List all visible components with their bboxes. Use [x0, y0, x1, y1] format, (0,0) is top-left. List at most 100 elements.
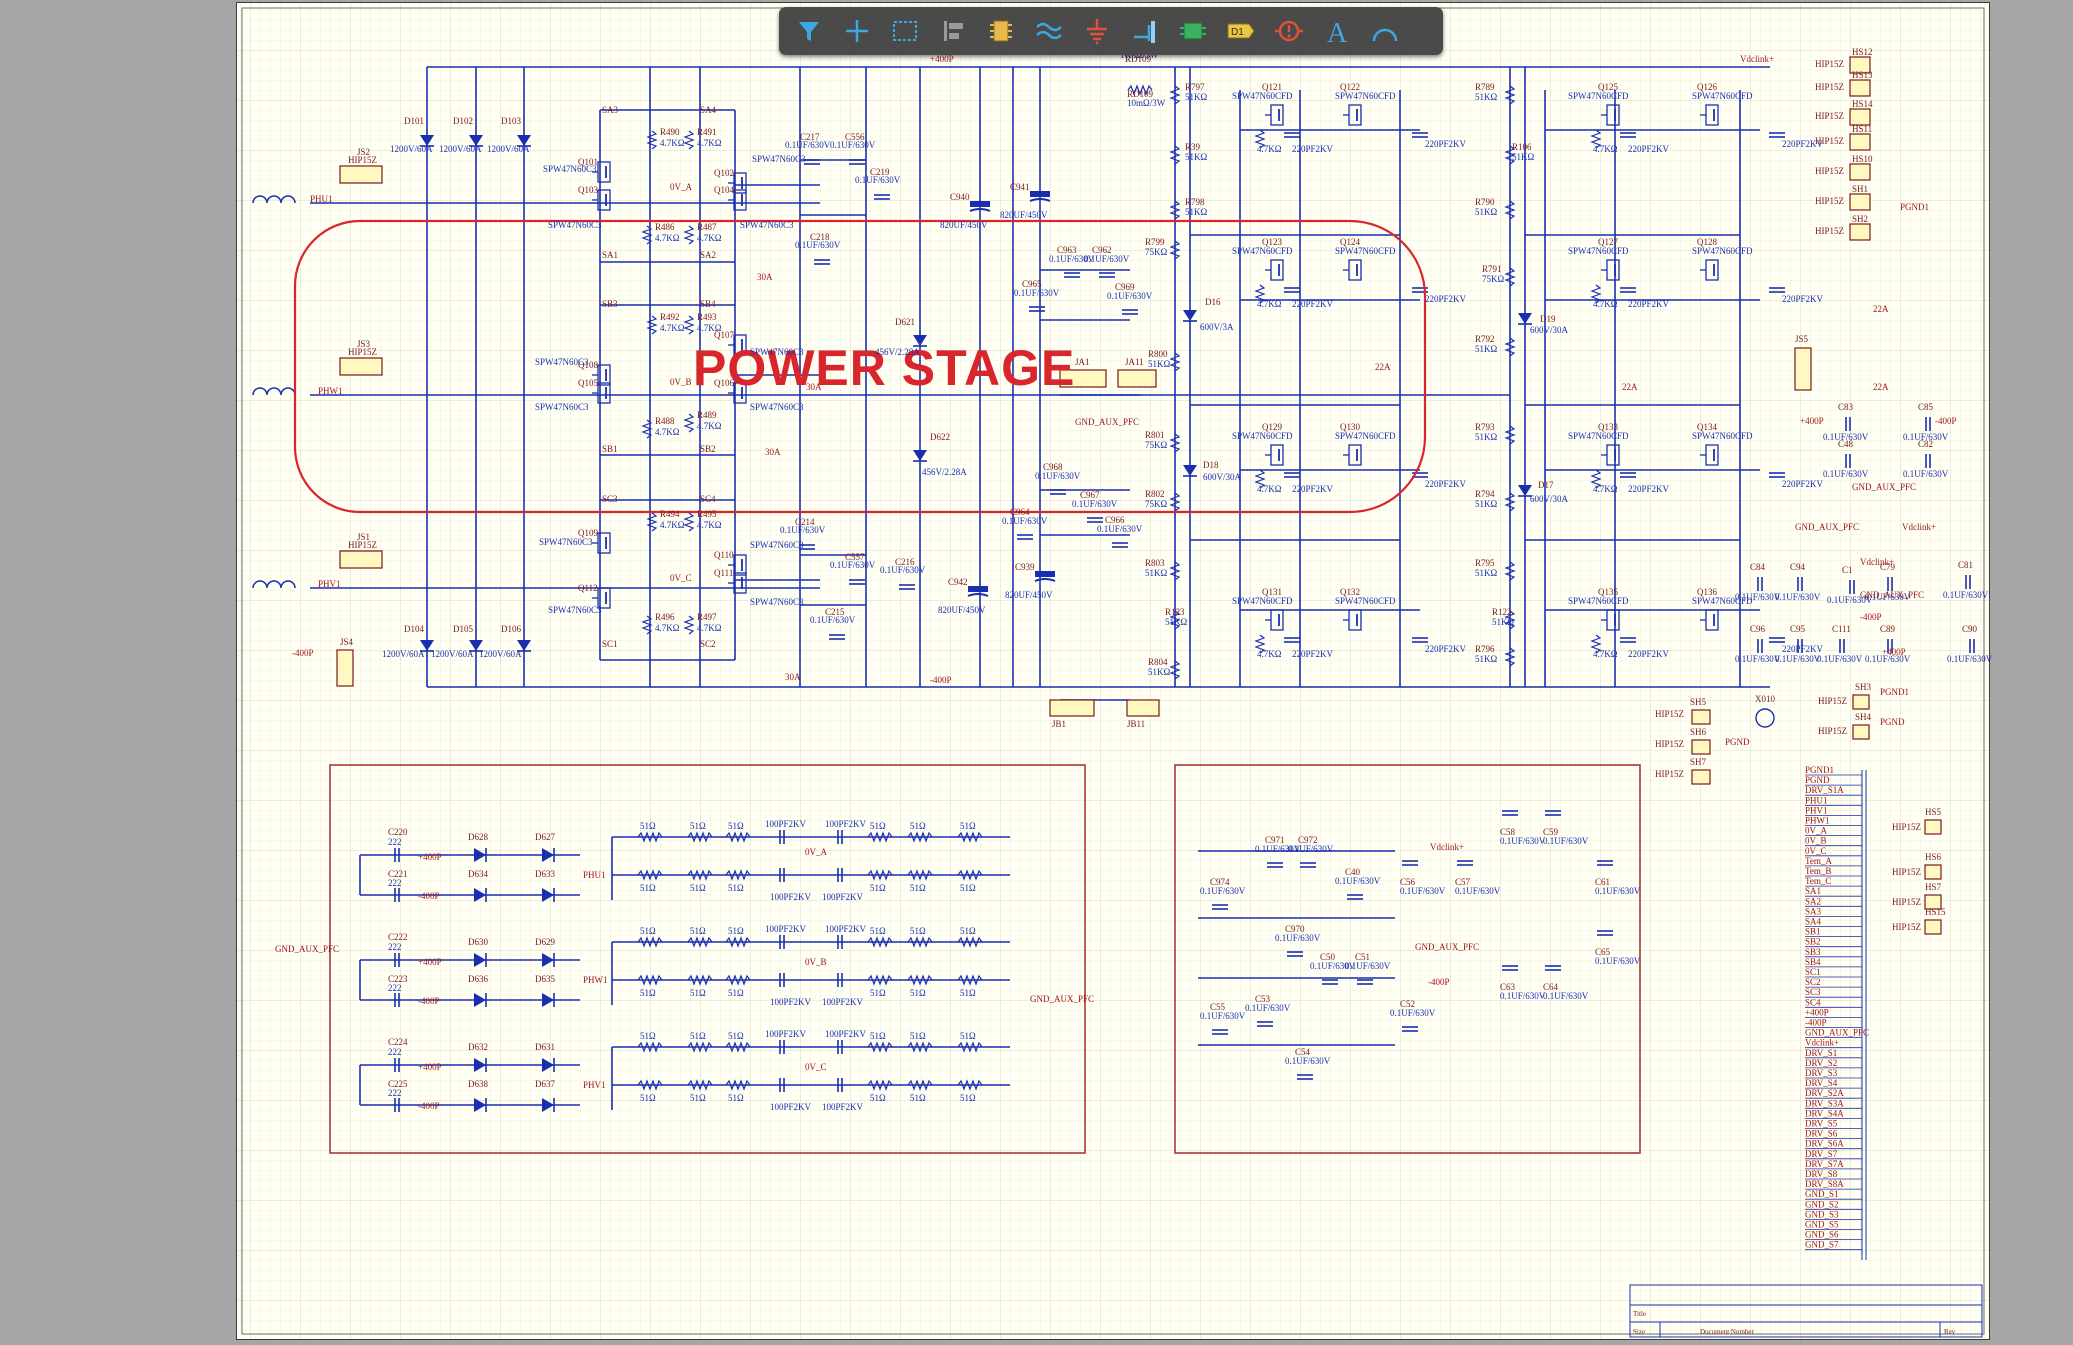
- header-connector-135[interactable]: [1794, 347, 1812, 391]
- label-437: 0V_A: [805, 847, 827, 857]
- text-tool[interactable]: A: [1315, 11, 1359, 51]
- label-291: HIP15Z: [1815, 226, 1844, 236]
- header-connector-157[interactable]: [1924, 894, 1942, 910]
- header-connector-152[interactable]: [1691, 709, 1711, 725]
- label-304: 0.1UF/630V: [1735, 592, 1781, 602]
- label-126: GND_AUX_PFC: [1075, 417, 1139, 427]
- capacitor-symbol-142: [1849, 580, 1855, 594]
- header-connector-155[interactable]: [1924, 819, 1942, 835]
- header-connector-128[interactable]: [1849, 56, 1871, 74]
- resistor-symbol-69: [1169, 433, 1181, 453]
- net-label-tool[interactable]: [1123, 11, 1167, 51]
- power-port-tool[interactable]: [1075, 11, 1119, 51]
- header-connector-5[interactable]: [339, 550, 383, 569]
- capacitor-symbol-240: [1597, 860, 1613, 866]
- resistor-symbol-72: [1169, 610, 1181, 630]
- header-connector-132[interactable]: [1849, 163, 1871, 181]
- label-201: 220PF2KV: [1425, 139, 1467, 149]
- diode-symbol-50: [913, 450, 927, 462]
- part-tool[interactable]: [979, 11, 1023, 51]
- electrolytic-cap-45: [969, 201, 991, 212]
- header-connector-6[interactable]: [336, 649, 354, 687]
- bus-label-32: DRV_S2A: [1805, 1088, 1844, 1098]
- test-point-x010[interactable]: [1755, 708, 1775, 728]
- title-block[interactable]: Title Size Document Number Rev: [1629, 1284, 1983, 1338]
- bus-label-44: GND_S3: [1805, 1209, 1839, 1219]
- snubber-section-box[interactable]: [329, 764, 1086, 1154]
- crosshair-icon: [846, 20, 868, 42]
- label-264: Q136: [1697, 587, 1717, 597]
- designator-tool[interactable]: D1: [1219, 11, 1263, 51]
- power-stage-outline[interactable]: [293, 219, 1427, 514]
- label-116: D622: [930, 432, 950, 442]
- header-connector-54[interactable]: [1049, 699, 1095, 717]
- crosshair-tool[interactable]: [835, 11, 879, 51]
- probe-tool[interactable]: [1267, 11, 1311, 51]
- label-365: 51Ω: [640, 821, 656, 831]
- mosfet-symbol-108: [1601, 104, 1620, 126]
- header-connector-158[interactable]: [1924, 919, 1942, 935]
- label-396: 51Ω: [728, 926, 744, 936]
- mosfet-symbol-99: [1343, 444, 1362, 466]
- label-158: 75KΩ: [1145, 499, 1167, 509]
- align-tool[interactable]: [931, 11, 975, 51]
- header-connector-129[interactable]: [1849, 79, 1871, 97]
- mosfet-symbol-88: [1265, 104, 1284, 126]
- header-connector-55[interactable]: [1126, 699, 1160, 717]
- select-area-tool[interactable]: [883, 11, 927, 51]
- resistor-symbol-193: [867, 936, 893, 948]
- header-connector-150[interactable]: [1852, 694, 1870, 710]
- label-409: 222: [388, 1047, 402, 1057]
- label-129: C963: [1057, 245, 1077, 255]
- header-connector-53[interactable]: [1117, 369, 1157, 388]
- label-124: JA1: [1075, 357, 1090, 367]
- label-140: 0.1UF/630V: [1072, 499, 1118, 509]
- label-256: SPW47N60CFD: [1692, 431, 1753, 441]
- resistor-symbol-83: [1504, 425, 1516, 445]
- label-382: 222: [388, 942, 402, 952]
- label-203: Q123: [1262, 237, 1282, 247]
- label-286: HS10: [1852, 154, 1873, 164]
- header-connector-156[interactable]: [1924, 864, 1942, 880]
- label-118: +400P: [930, 54, 954, 64]
- header-connector-133[interactable]: [1849, 193, 1871, 211]
- label-52: 4.7KΩ: [655, 233, 680, 243]
- resistor-symbol-122: [1590, 469, 1602, 489]
- label-100: C557: [845, 552, 865, 562]
- bus-tool[interactable]: [1027, 11, 1071, 51]
- label-19: D105: [453, 624, 473, 634]
- inductor-symbol-2: [252, 387, 296, 396]
- header-connector-154[interactable]: [1691, 769, 1711, 785]
- header-connector-130[interactable]: [1849, 108, 1871, 126]
- capacitor-symbol-144: [1965, 575, 1971, 589]
- header-connector-131[interactable]: [1849, 133, 1871, 151]
- label-112: C939: [1015, 562, 1035, 572]
- label-406: 100PF2KV: [770, 997, 812, 1007]
- header-connector-1[interactable]: [339, 165, 383, 184]
- d1-icon: D1: [1227, 23, 1255, 39]
- label-120: RD109: [1125, 54, 1152, 64]
- header-connector-3[interactable]: [339, 357, 383, 376]
- filter-tool[interactable]: [787, 11, 831, 51]
- label-162: 51KΩ: [1165, 617, 1187, 627]
- header-connector-153[interactable]: [1691, 739, 1711, 755]
- header-connector-52[interactable]: [1059, 369, 1107, 388]
- decoupling-section-box[interactable]: [1174, 764, 1641, 1154]
- label-25: Q102: [714, 168, 734, 178]
- label-312: 0.1UF/630V: [1943, 590, 1989, 600]
- header-connector-134[interactable]: [1849, 223, 1871, 241]
- capacitor-symbol-231: [1357, 979, 1373, 985]
- label-355: 222: [388, 837, 402, 847]
- header-connector-151[interactable]: [1852, 724, 1870, 740]
- bus-wave-icon: [1036, 22, 1062, 40]
- label-141: C964: [1010, 507, 1030, 517]
- harness-tool[interactable]: [1171, 11, 1215, 51]
- bus-label-33: DRV_S3A: [1805, 1098, 1844, 1108]
- label-260: 220PF2KV: [1628, 484, 1670, 494]
- label-360: D628: [468, 832, 488, 842]
- label-415: D631: [535, 1042, 555, 1052]
- label-372: 51Ω: [870, 883, 886, 893]
- arc-tool[interactable]: [1363, 11, 1407, 51]
- resistor-symbol-190: [687, 974, 713, 986]
